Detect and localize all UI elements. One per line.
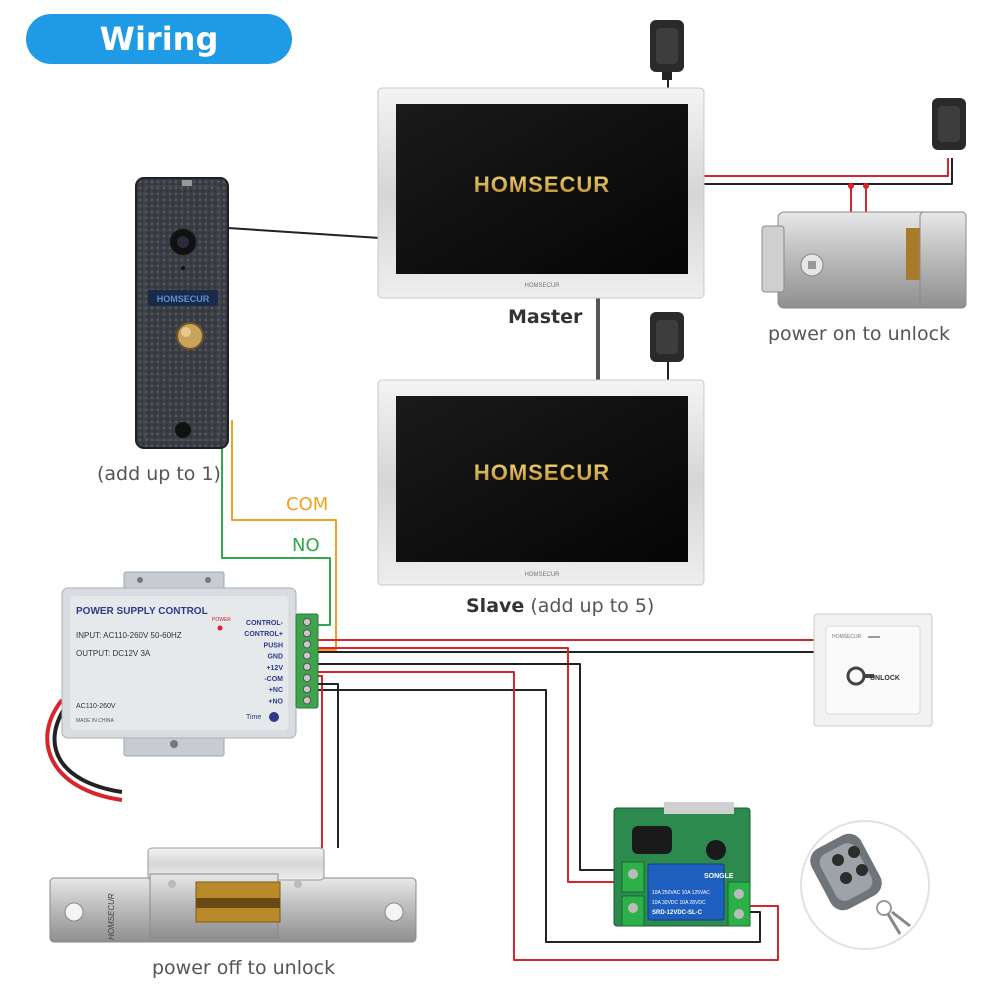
- time-knob-icon: [269, 712, 279, 722]
- psu-ac-label: AC110-260V: [76, 703, 116, 710]
- terminal-screw-icon: [302, 673, 312, 683]
- relay-line-2: 10A 30VDC 10A 28VDC: [652, 900, 706, 906]
- strike-lock: HOMSECUR: [49, 847, 417, 943]
- psu-power-led-label: POWER: [212, 617, 231, 623]
- exit-button: HOMSECUR UNLOCK: [813, 613, 933, 727]
- relay-line-1: 10A 250VAC 10A 125VAC: [652, 890, 710, 896]
- terminal-screw-icon: [302, 640, 312, 649]
- terminal-screw-icon: [302, 617, 312, 627]
- no-wire-label: NO: [292, 535, 320, 556]
- door-station: HOMSECUR: [135, 177, 229, 449]
- psu-input: INPUT: AC110-260V 50-60HZ: [76, 631, 182, 640]
- com-wire-label: COM: [286, 494, 329, 515]
- psu-output: OUTPUT: DC12V 3A: [76, 649, 151, 658]
- master-bezel-brand: HOMSECUR: [524, 283, 560, 289]
- power-led-icon: [217, 625, 223, 631]
- master-brand: HOMSECUR: [474, 172, 610, 197]
- electric-lock: [761, 183, 967, 309]
- relay-line-3: SRD-12VDC-SL-C: [652, 910, 703, 916]
- relay-brand: SONGLE: [704, 873, 734, 880]
- terminal-screw-icon: [302, 651, 312, 660]
- slave-adapter-icon: [650, 312, 684, 362]
- terminal-screw-icon: [302, 662, 312, 671]
- psu-terminal-label: CONTROL-: [246, 620, 284, 627]
- lock-adapter-icon: [932, 98, 966, 150]
- psu-made-in: MADE IN CHINA: [76, 718, 114, 724]
- remote-control: [800, 820, 930, 950]
- psu-terminal-label: GND: [267, 654, 283, 661]
- psu-terminal-label: +12V: [266, 665, 283, 672]
- psu-terminal-label: CONTROL+: [244, 631, 283, 638]
- slave-label: Slave: [466, 595, 525, 617]
- slave-note: (add up to 5): [530, 595, 655, 617]
- psu-terminal-label: PUSH: [264, 642, 283, 649]
- diagram-title: Wiring Diagram: [26, 14, 292, 108]
- master-label: Master: [508, 306, 583, 328]
- relay-board: SONGLE 10A 250VAC 10A 125VAC 10A 30VDC 1…: [613, 802, 751, 927]
- electric-lock-caption: power on to unlock: [768, 323, 951, 345]
- master-adapter-icon: [650, 20, 684, 80]
- slave-brand: HOMSECUR: [474, 460, 610, 485]
- exit-button-brand: HOMSECUR: [832, 634, 862, 640]
- slave-caption: Slave (add up to 5): [466, 595, 654, 617]
- slave-bezel-brand: HOMSECUR: [524, 572, 560, 578]
- slave-monitor: HOMSECUR HOMSECUR: [377, 379, 705, 586]
- wires: [45, 78, 953, 961]
- psu-terminal-label: +NO: [268, 698, 283, 705]
- psu-terminal-label: -COM: [264, 676, 283, 683]
- door-station-brand: HOMSECUR: [157, 294, 210, 304]
- remote-button-c-icon: [840, 872, 852, 884]
- exit-button-label: UNLOCK: [870, 675, 900, 682]
- psu-terminal-label: +NC: [269, 687, 283, 694]
- door-station-note: (add up to 1): [97, 463, 221, 485]
- remote-button-d-icon: [856, 864, 868, 876]
- remote-button-b-icon: [848, 846, 860, 858]
- master-monitor: HOMSECUR HOMSECUR: [377, 87, 705, 299]
- terminal-screw-icon: [302, 685, 312, 694]
- terminal-screw-icon: [302, 696, 312, 705]
- strike-lock-caption: power off to unlock: [152, 957, 336, 979]
- terminal-screw-icon: [302, 629, 312, 638]
- power-supply: POWER SUPPLY CONTROL INPUT: AC110-260V 5…: [61, 571, 319, 757]
- psu-header: POWER SUPPLY CONTROL: [76, 606, 208, 617]
- strike-lock-brand: HOMSECUR: [107, 893, 116, 940]
- psu-time-label: Time: [246, 714, 261, 721]
- remote-button-a-icon: [832, 854, 844, 866]
